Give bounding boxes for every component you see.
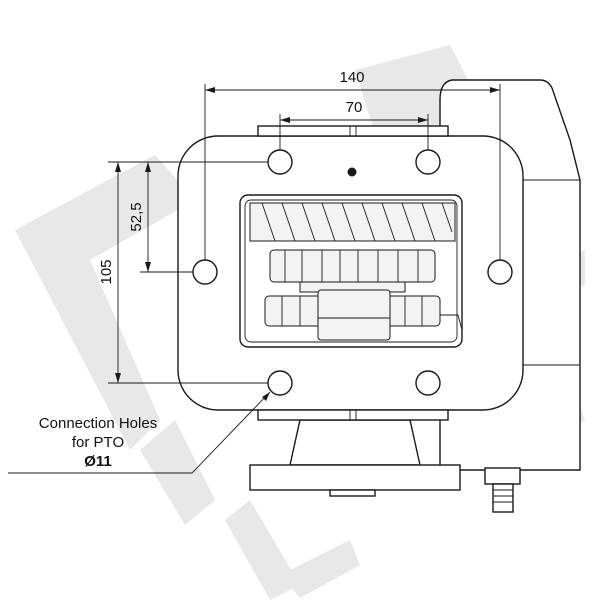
dimension-52-5-label: 52,5 [128, 202, 145, 231]
dimension-52-5: 52,5 [128, 161, 268, 273]
hole-top-right [415, 149, 441, 175]
bottom-flange [249, 419, 461, 497]
callout-line-1: Connection Holes [39, 415, 157, 432]
dimension-140-label: 140 [339, 69, 364, 86]
callout-note: Connection Holes for PTO Ø11 [39, 415, 157, 470]
hole-top-left [267, 149, 293, 175]
dimension-70: 70 [279, 99, 429, 150]
center-pin-hole [347, 167, 357, 177]
hole-mid-left [192, 259, 218, 285]
callout-leader [8, 391, 271, 474]
callout-line-3: Ø11 [84, 453, 112, 470]
hole-mid-right [487, 259, 513, 285]
dimension-70-label: 70 [346, 99, 363, 116]
dimension-105-label: 105 [98, 259, 115, 284]
gear-window [239, 194, 463, 348]
connection-holes [192, 149, 513, 396]
hydraulic-fitting [484, 467, 521, 513]
hole-bottom-right [415, 370, 441, 396]
callout-line-2: for PTO [72, 434, 124, 451]
helical-gear [249, 202, 456, 242]
hole-bottom-left [267, 370, 293, 396]
dimension-105: 105 [98, 161, 268, 384]
dimension-140: 140 [204, 69, 501, 260]
spur-gear-lower [264, 289, 463, 342]
